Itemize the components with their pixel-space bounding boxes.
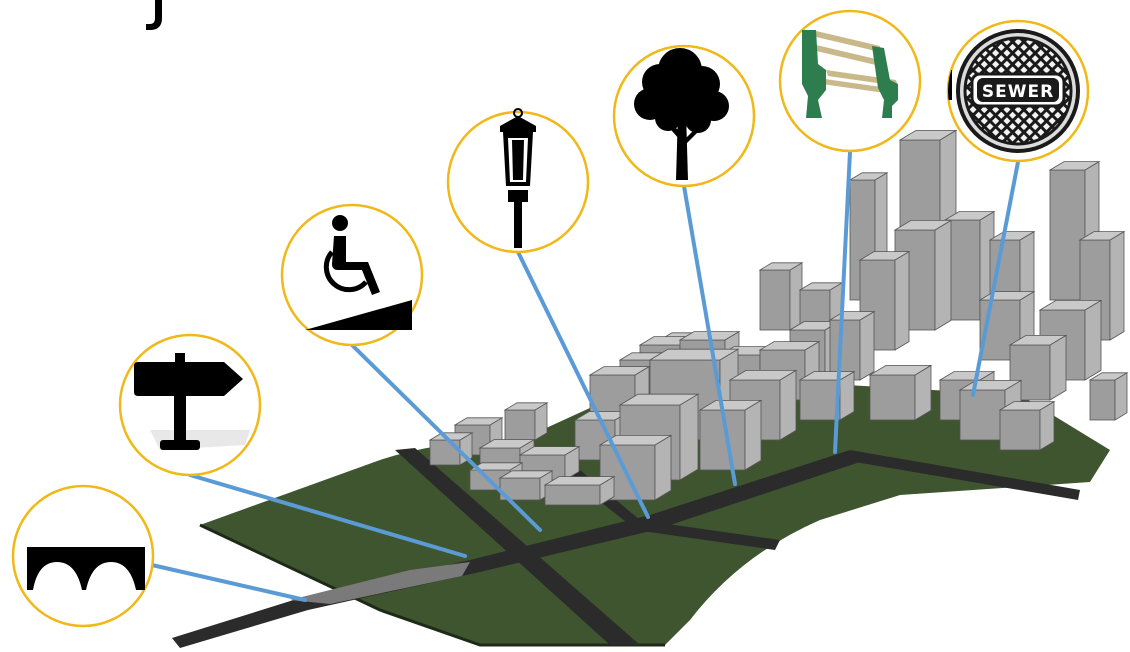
leader-line-tree bbox=[682, 184, 737, 486]
building-roof bbox=[758, 341, 821, 351]
building-face bbox=[679, 393, 699, 481]
cropped-heading-fragment bbox=[146, 0, 162, 30]
tree-icon bbox=[634, 48, 729, 180]
building-roof bbox=[543, 476, 616, 486]
leader-line-bridge bbox=[150, 563, 307, 602]
building-roof bbox=[998, 401, 1056, 411]
road-network bbox=[172, 448, 1080, 648]
signpost-icon bbox=[134, 353, 243, 450]
side-road bbox=[635, 520, 780, 550]
building-roof bbox=[588, 366, 651, 376]
callout-tree bbox=[612, 44, 756, 188]
street-lamp-icon bbox=[500, 108, 536, 248]
callout-sewer: SEWER bbox=[946, 19, 1090, 163]
building-roof bbox=[453, 417, 504, 426]
building-face bbox=[1049, 334, 1067, 401]
building-face bbox=[654, 434, 672, 501]
building-face bbox=[1084, 299, 1102, 381]
leader-line-signpost bbox=[188, 473, 467, 558]
building-roof bbox=[518, 446, 581, 456]
building-roof bbox=[893, 219, 953, 231]
building-roof bbox=[618, 393, 700, 406]
building-roof bbox=[898, 129, 958, 141]
building-roof bbox=[478, 439, 536, 449]
building-roof bbox=[848, 172, 889, 181]
building-side bbox=[1089, 379, 1116, 421]
building-roof bbox=[1038, 299, 1103, 311]
building-side bbox=[869, 374, 916, 421]
building-side bbox=[759, 269, 791, 331]
building-roof bbox=[498, 470, 554, 479]
leader-line-streetlight bbox=[516, 250, 650, 519]
building-side bbox=[504, 409, 536, 441]
leader-lines bbox=[150, 150, 1020, 602]
city-buildings bbox=[428, 129, 1129, 506]
building-roof bbox=[1048, 161, 1101, 171]
building-side bbox=[544, 484, 601, 506]
park-bench-icon bbox=[802, 30, 898, 118]
building-face bbox=[779, 369, 797, 441]
building-roof bbox=[468, 462, 524, 471]
building-roof bbox=[503, 402, 549, 411]
callout-streetlight bbox=[446, 108, 590, 254]
callout-signpost bbox=[118, 333, 262, 477]
building-roof bbox=[938, 371, 996, 381]
building-roof bbox=[858, 251, 911, 261]
building-face bbox=[894, 250, 910, 351]
building-roof bbox=[758, 262, 804, 271]
building-roof bbox=[943, 211, 996, 221]
main-avenue bbox=[470, 450, 860, 572]
sewer-label: SEWER bbox=[982, 82, 1054, 102]
building-roof bbox=[868, 364, 933, 376]
ground-edge bbox=[199, 523, 665, 647]
building-face bbox=[934, 219, 952, 331]
building-side bbox=[959, 389, 1006, 441]
callout-accessibility bbox=[280, 203, 424, 347]
building-face bbox=[859, 310, 875, 381]
sewer-manhole-icon: SEWER bbox=[956, 29, 1080, 153]
building-side bbox=[999, 409, 1041, 451]
leader-line-sewer bbox=[971, 160, 1020, 397]
building-roof bbox=[1078, 231, 1126, 241]
building-roof bbox=[728, 369, 798, 381]
leader-line-accessibility bbox=[350, 343, 542, 532]
building-face bbox=[1114, 372, 1128, 421]
east-road bbox=[850, 450, 1080, 500]
building-face bbox=[744, 399, 762, 471]
bridge-icon bbox=[27, 547, 145, 590]
callout-bridge bbox=[11, 484, 155, 628]
callout-bench bbox=[778, 9, 922, 153]
building-face bbox=[1109, 230, 1125, 341]
leader-line-bench bbox=[833, 150, 852, 454]
building-side bbox=[1049, 169, 1086, 301]
building-side bbox=[829, 319, 861, 381]
building-roof bbox=[1088, 372, 1129, 381]
building-roof bbox=[648, 348, 740, 361]
building-side bbox=[429, 439, 461, 466]
diagonal-road-west bbox=[395, 448, 640, 645]
building-side bbox=[799, 379, 841, 421]
building-roof bbox=[988, 231, 1036, 241]
building-roof bbox=[698, 399, 763, 411]
bridge-deck bbox=[290, 562, 470, 604]
wheelchair-ramp-icon bbox=[305, 215, 412, 330]
building-roof bbox=[1008, 334, 1068, 346]
